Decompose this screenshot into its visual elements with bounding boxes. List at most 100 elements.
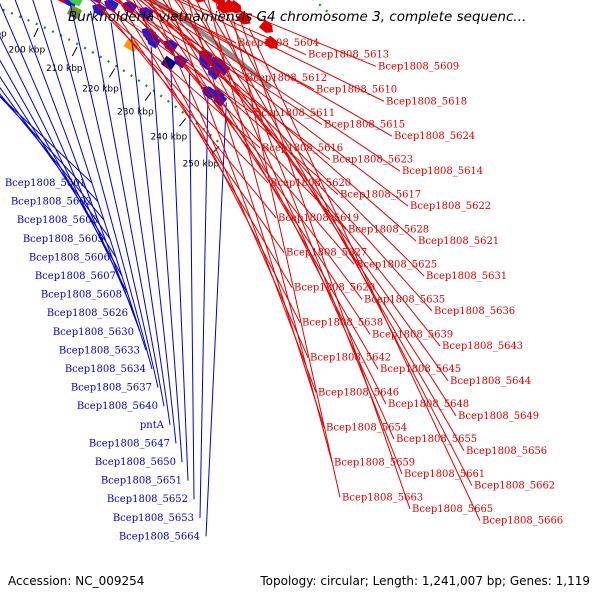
label-leader-line	[139, 0, 417, 242]
forward-gene-label: Bcep1808_5614	[402, 166, 483, 177]
forward-gene-label: Bcep1808_5618	[386, 96, 467, 107]
reverse-gene-label: pntA	[140, 420, 165, 431]
label-leader-line	[113, 0, 245, 79]
forward-gene-label: Bcep1808_5642	[310, 353, 391, 364]
label-leader-line	[32, 0, 147, 351]
forward-gene-label: Bcep1808_5629	[294, 283, 375, 294]
inner-guide-arc	[89, 0, 251, 111]
forward-gene-label: Bcep1808_5609	[378, 61, 459, 72]
tick-label: 230 kbp	[117, 108, 154, 118]
tick-mark	[179, 118, 187, 127]
reverse-gene-label: Bcep1808_5601	[5, 178, 86, 189]
forward-gene-label: Bcep1808_5619	[278, 213, 359, 224]
tick-label: 220 kbp	[82, 85, 119, 95]
label-leader-line	[50, 0, 153, 370]
label-leader-line	[130, 34, 177, 444]
forward-gene-label: Bcep1808_5623	[332, 155, 413, 166]
label-leader-line	[118, 0, 293, 288]
backbone-arc	[147, 0, 273, 90]
reverse-gene-arrow	[92, 3, 107, 17]
label-leader-line	[69, 0, 159, 388]
topology-summary: Topology: circular; Length: 1,241,007 bp…	[260, 574, 590, 588]
label-leader-line	[90, 11, 165, 407]
forward-gene-label: Bcep1808_5639	[372, 329, 453, 340]
label-leader-line	[146, 0, 237, 44]
forward-gene-label: Bcep1808_5644	[450, 376, 531, 387]
forward-gene-label: Bcep1808_5659	[334, 457, 415, 468]
reverse-gene-label: Bcep1808_5630	[53, 327, 134, 338]
forward-gene-label: Bcep1808_5655	[396, 434, 477, 445]
label-leader-line	[176, 0, 385, 102]
tick-mark	[71, 46, 78, 57]
label-leader-line	[170, 59, 189, 481]
reverse-gene-label: Bcep1808_5651	[101, 476, 182, 487]
label-leader-line	[174, 0, 449, 382]
tick-label: 190 kbp	[0, 29, 7, 39]
tick-label: 210 kbp	[46, 64, 83, 74]
label-leader-line	[146, 0, 315, 91]
reverse-gene-arrow	[213, 93, 228, 107]
reverse-gene-label: Bcep1808_5602	[11, 197, 92, 208]
label-leader-line	[188, 0, 457, 417]
forward-gene-label: Bcep1808_5665	[412, 504, 493, 515]
forward-gene-label: Bcep1808_5649	[458, 411, 539, 422]
label-leader-line	[0, 2, 135, 314]
forward-gene-label: Bcep1808_5635	[364, 294, 445, 305]
forward-gene-label: Bcep1808_5624	[394, 131, 475, 142]
reverse-gene-label: Bcep1808_5606	[29, 252, 110, 263]
reverse-gene-label: Bcep1808_5637	[71, 383, 152, 394]
label-leader-line	[0, 93, 105, 221]
reverse-gene-arrow	[66, 4, 83, 20]
reverse-gene-arrow	[89, 0, 105, 4]
forward-gene-label: Bcep1808_5663	[342, 492, 423, 503]
forward-gene-label: Bcep1808_5622	[410, 201, 491, 212]
reverse-gene-label: Bcep1808_5650	[95, 457, 176, 468]
label-leader-line	[143, 0, 401, 172]
forward-gene-label: Bcep1808_5661	[404, 469, 485, 480]
label-leader-line	[189, 73, 195, 500]
forward-gene-label: Bcep1808_5654	[326, 422, 407, 433]
forward-gene-label: Bcep1808_5627	[286, 248, 367, 259]
reverse-gene-label: Bcep1808_5605	[23, 234, 104, 245]
reverse-gene-label: Bcep1808_5664	[119, 531, 200, 542]
label-leader-line	[126, 0, 323, 125]
reverse-gene-arrow	[216, 62, 231, 76]
forward-gene-label: Bcep1808_5645	[380, 364, 461, 375]
tick-label: 240 kbp	[151, 133, 188, 143]
label-leader-line	[144, 0, 425, 277]
label-leader-line	[240, 21, 411, 510]
label-leader-line	[232, 15, 341, 498]
label-leader-line	[212, 0, 377, 67]
forward-gene-label: Bcep1808_5604	[238, 38, 319, 49]
forward-gene-label: Bcep1808_5643	[442, 341, 523, 352]
forward-gene-label: Bcep1808_5616	[262, 143, 343, 154]
tick-mark	[108, 68, 116, 78]
label-leader-line	[149, 0, 309, 358]
forward-gene-label: Bcep1808_5636	[434, 306, 515, 317]
tick-mark	[144, 92, 152, 101]
label-leader-line	[110, 22, 171, 425]
reverse-gene-arrow	[123, 37, 140, 53]
forward-gene-arrow	[258, 19, 273, 33]
label-leader-line	[248, 28, 481, 521]
reverse-gene-label: Bcep1808_5653	[113, 513, 194, 524]
gene-labels: Bcep1808_5601Bcep1808_5602Bcep1808_5603B…	[0, 0, 563, 542]
reverse-gene-label: Bcep1808_5603	[17, 215, 98, 226]
forward-gene-label: Bcep1808_5656	[466, 446, 547, 457]
forward-gene-label: Bcep1808_5666	[482, 516, 563, 527]
label-leader-line	[118, 0, 347, 230]
tick-marks: 140 kbp150 kbp160 kbp170 kbp180 kbp190 k…	[0, 27, 219, 169]
reverse-gene-label: Bcep1808_5647	[89, 438, 170, 449]
label-leader-line	[0, 95, 99, 202]
label-leader-line	[167, 0, 317, 393]
forward-gene-label: Bcep1808_5612	[246, 73, 327, 84]
reverse-gene-arrow	[68, 0, 84, 7]
map-title: Burkholderia vietnamiensis G4 chromosome…	[68, 9, 527, 25]
label-leader-line	[202, 0, 465, 452]
forward-gene-label: Bcep1808_5648	[388, 399, 469, 410]
label-leader-line	[14, 0, 141, 332]
reverse-gene-label: Bcep1808_5652	[107, 494, 188, 505]
label-leader-line	[90, 0, 261, 149]
label-leader-line	[132, 0, 301, 323]
